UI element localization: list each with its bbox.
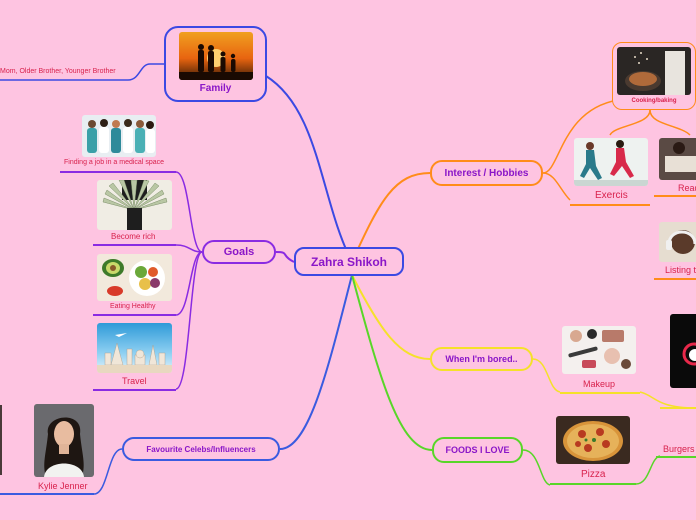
connector-foods-pizza — [522, 449, 551, 486]
family-photo — [178, 32, 253, 80]
connector-bored-makeup — [532, 358, 561, 393]
goal-job-underline — [60, 171, 176, 173]
connector-family — [265, 75, 353, 263]
connector-celebs-kylie — [93, 448, 123, 495]
connector-celebs — [279, 274, 353, 450]
connector-foods-burgers — [635, 455, 661, 485]
connector-goals-travel — [175, 251, 203, 390]
bored-label: When I'm bored.. — [445, 354, 518, 364]
food-burgers-underline — [656, 456, 696, 458]
hobby-exercise-label[interactable]: Exercis — [595, 190, 628, 201]
central-node[interactable]: Zahra Shikoh — [294, 247, 404, 276]
celebs-label: Favourite Celebs/Influencers — [146, 444, 256, 454]
tiktok-photo — [670, 314, 696, 388]
connector-hobbies-exercise — [542, 172, 571, 201]
bored-node[interactable]: When I'm bored.. — [430, 347, 533, 371]
connector-family-detail — [0, 63, 164, 81]
hobby-read-label[interactable]: Read — [678, 183, 696, 193]
exercise-photo — [574, 138, 648, 186]
makeup-icon — [568, 329, 631, 369]
connector-hobbies — [351, 172, 431, 263]
celeb-kylie-underline — [0, 493, 94, 495]
hobbies-node[interactable]: Interest / Hobbies — [430, 160, 543, 186]
doctors-icon — [87, 119, 155, 153]
salad-icon — [102, 259, 165, 296]
food-pizza-underline — [550, 483, 636, 485]
goals-node[interactable]: Goals — [202, 240, 276, 264]
foods-label: FOODS I LOVE — [445, 445, 510, 455]
goal-travel-label[interactable]: Travel — [122, 376, 147, 386]
celebs-node[interactable]: Favourite Celebs/Influencers — [122, 437, 280, 461]
central-node-label: Zahra Shikoh — [310, 254, 387, 269]
travel-photo — [97, 323, 172, 373]
celeb-kylie-label[interactable]: Kylie Jenner — [38, 481, 88, 491]
family-members-text[interactable]: Mom, Older Brother, Younger Brother — [0, 68, 116, 75]
money-fan-photo — [97, 180, 172, 230]
cooking-photo — [617, 47, 691, 95]
makeup-photo — [562, 326, 636, 374]
hobbies-label: Interest / Hobbies — [444, 167, 529, 179]
hobby-music-label[interactable]: Listing t — [665, 265, 696, 275]
pizza-icon — [563, 421, 623, 461]
connector-bored — [351, 274, 431, 360]
left-edge-photo — [0, 405, 2, 475]
goal-travel-underline — [93, 389, 176, 391]
tiktok-icon — [682, 342, 696, 366]
healthy-food-photo — [97, 254, 172, 301]
family-label: Family — [199, 83, 232, 94]
bored-makeup-label[interactable]: Makeup — [583, 379, 616, 389]
portrait-icon — [34, 404, 94, 477]
bored-tiktok-underline — [660, 407, 696, 409]
connector-hobbies-items — [542, 99, 619, 174]
reading-photo — [659, 138, 696, 180]
headphones-icon — [666, 230, 696, 254]
connector-bored-tiktok — [639, 391, 696, 409]
goals-label: Goals — [223, 246, 255, 258]
family-node[interactable]: Family — [164, 26, 267, 102]
kylie-jenner-photo — [34, 404, 94, 477]
family-silhouette-icon — [178, 44, 253, 80]
connector-goals-job — [175, 171, 203, 253]
goal-rich-underline — [93, 244, 176, 246]
book-icon — [665, 142, 696, 172]
connector-foods — [351, 274, 433, 451]
hobby-exercise-underline — [570, 204, 650, 206]
cooking-label: Cooking/baking — [631, 98, 677, 104]
bored-makeup-underline — [560, 392, 640, 394]
exercise-icon — [574, 140, 648, 186]
medical-staff-photo — [82, 115, 156, 157]
connector-hobbies-exe2 — [609, 109, 651, 136]
connector-hobbies-read — [649, 109, 691, 136]
landmarks-icon — [97, 333, 172, 373]
goal-healthy-label[interactable]: Eating Healthy — [110, 303, 156, 310]
cooking-icon — [625, 51, 685, 95]
goal-job-label[interactable]: Finding a job in a medical space — [64, 159, 165, 166]
food-burgers-label[interactable]: Burgers — [663, 444, 695, 454]
connector-goals-rich — [175, 244, 203, 253]
hobby-read-underline — [654, 195, 696, 197]
pizza-photo — [556, 416, 630, 464]
money-icon — [102, 180, 168, 230]
connector-goals — [275, 251, 295, 263]
foods-node[interactable]: FOODS I LOVE — [432, 437, 523, 463]
goal-rich-label[interactable]: Become rich — [111, 232, 156, 241]
goal-healthy-underline — [93, 314, 176, 316]
connector-goals-healthy — [175, 251, 203, 316]
hobby-music-underline — [654, 278, 696, 280]
cooking-node[interactable]: Cooking/baking — [612, 42, 696, 110]
music-photo — [659, 222, 696, 262]
food-pizza-label[interactable]: Pizza — [581, 469, 606, 480]
